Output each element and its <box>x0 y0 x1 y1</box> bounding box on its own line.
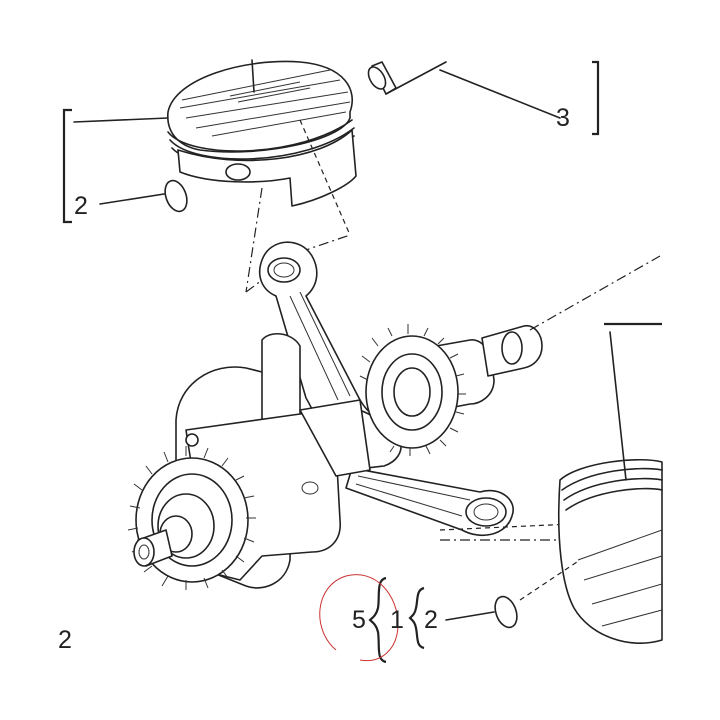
crankshaft <box>127 324 543 590</box>
label-2-lower-left: 2 <box>58 626 72 654</box>
upper-piston <box>167 60 357 293</box>
label-2-upper: 2 <box>74 192 88 220</box>
lower-snap-ring <box>445 595 518 629</box>
group-brace-5 <box>368 576 387 664</box>
group-brace-1 <box>408 586 425 650</box>
label-5: 5 <box>352 606 366 634</box>
label-3: 3 <box>556 104 570 132</box>
upper-snap-ring <box>99 179 188 213</box>
annotation-circle-mark <box>319 574 399 662</box>
piston-pin <box>367 61 561 119</box>
lower-piston <box>519 458 663 644</box>
upper-left-bracket <box>62 108 72 224</box>
upper-right-bracket <box>592 60 600 136</box>
label-2-lower: 2 <box>424 606 438 634</box>
label-1: 1 <box>390 606 404 634</box>
